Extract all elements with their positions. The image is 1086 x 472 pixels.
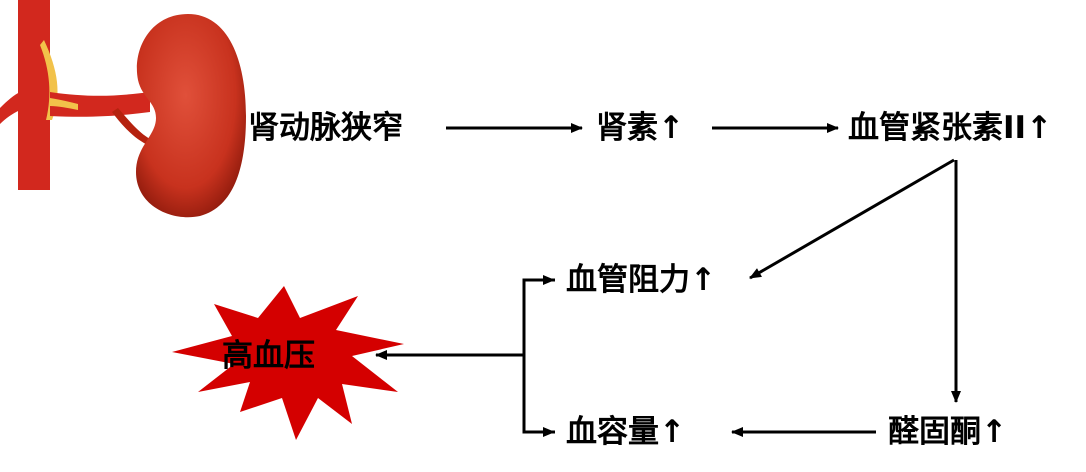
explosion-burst-icon — [172, 286, 404, 440]
node-renal-artery-stenosis: 肾动脉狭窄 — [248, 110, 403, 146]
renal-vessel-branch — [112, 108, 152, 146]
node-hypertension: 高血压 — [222, 338, 315, 374]
kidney-illustration — [0, 0, 246, 218]
node-blood-volume-increase: 血容量↑ — [566, 414, 685, 450]
left-branch-vessel — [0, 92, 20, 124]
arrows — [375, 123, 961, 437]
renal-artery — [50, 92, 150, 117]
node-angiotensin-increase: 血管紧张素II↑ — [848, 110, 1053, 146]
node-renin-increase: 肾素↑ — [596, 110, 684, 146]
node-aldosterone-increase: 醛固酮↑ — [888, 414, 1007, 450]
arrow-angiotensin-to-resistance — [749, 158, 955, 280]
kidney-body — [136, 14, 246, 218]
bracket-resistance-volume — [522, 278, 555, 434]
node-vascular-resistance-increase: 血管阻力↑ — [566, 262, 716, 298]
renal-artery-plaque — [50, 98, 78, 110]
aorta-vessel — [18, 0, 50, 190]
